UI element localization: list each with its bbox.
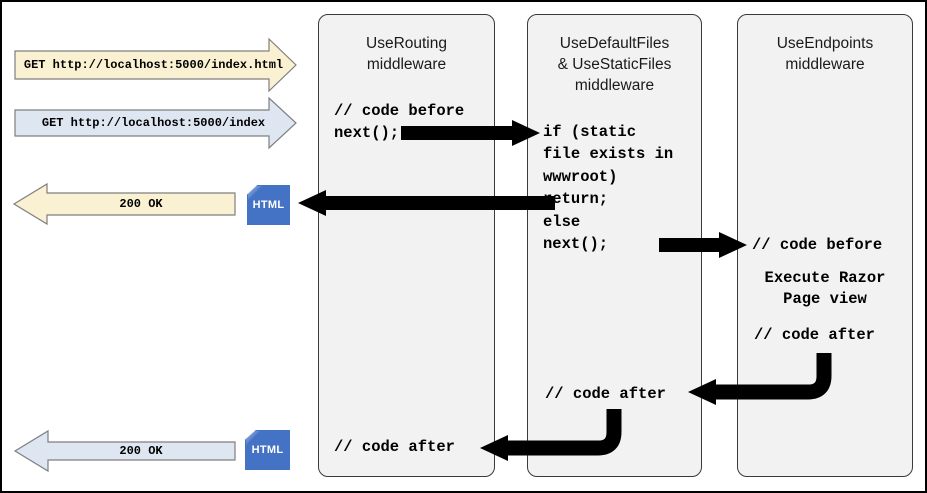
response-label-razor: 200 OK bbox=[119, 444, 163, 458]
useendpoints-action: Execute Razor Page view bbox=[764, 269, 886, 308]
useendpoints-middleware-box bbox=[737, 14, 913, 477]
usestaticfiles-code-after: // code after bbox=[545, 385, 666, 403]
useendpoints-code-after: // code after bbox=[754, 326, 875, 344]
html-document-badge-static: HTML bbox=[247, 185, 290, 225]
useendpoints-title: UseEndpoints middleware bbox=[776, 35, 874, 73]
request-label-index-html: GET http://localhost:5000/index.html bbox=[23, 58, 284, 72]
userouting-title: UseRouting middleware bbox=[366, 35, 447, 73]
userouting-code-after: // code after bbox=[334, 438, 455, 456]
userouting-middleware-box bbox=[318, 14, 495, 477]
response-label-static: 200 OK bbox=[119, 197, 163, 211]
userouting-code-before: // code before next(); bbox=[334, 102, 465, 143]
usestaticfiles-code: if (static file exists in wwwroot) retur… bbox=[543, 123, 674, 254]
html-document-badge-razor: HTML bbox=[245, 430, 290, 470]
request-label-index: GET http://localhost:5000/index bbox=[41, 116, 266, 130]
useendpoints-code-before: // code before bbox=[752, 236, 883, 254]
usestaticfiles-title: UseDefaultFiles & UseStaticFiles middlew… bbox=[557, 35, 672, 94]
